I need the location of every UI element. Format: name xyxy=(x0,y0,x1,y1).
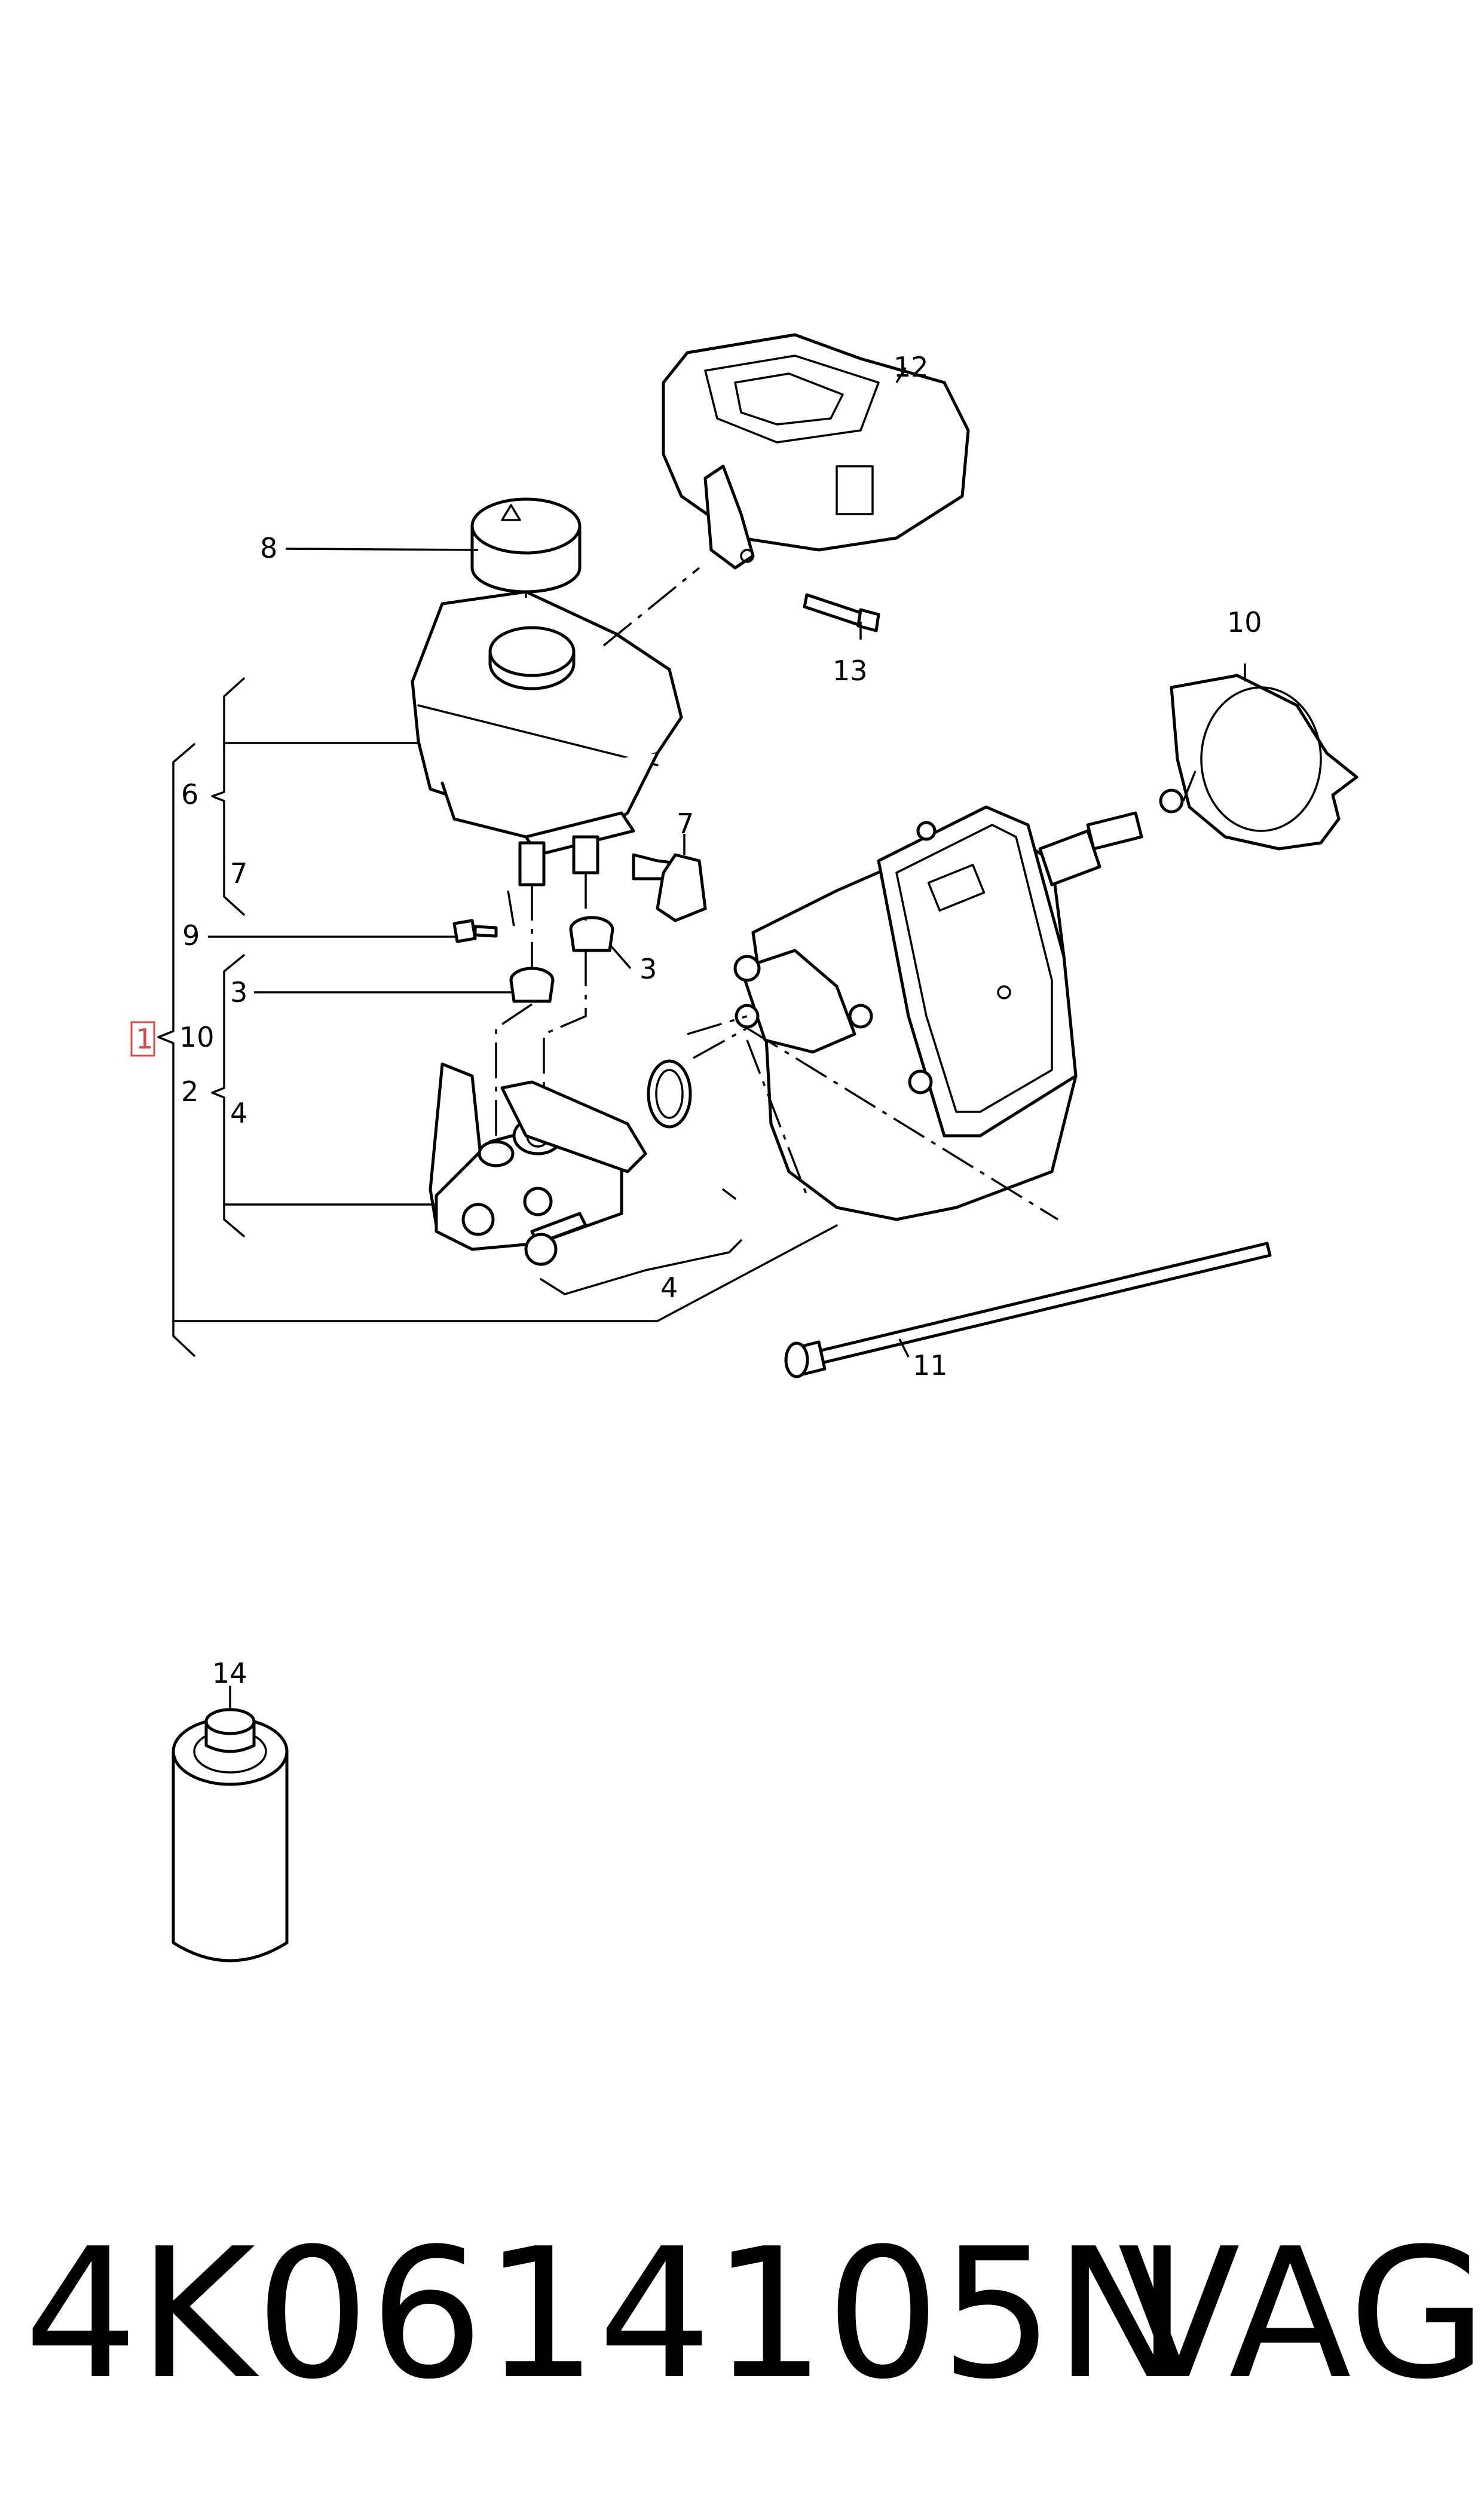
reservoir-cap xyxy=(470,497,582,594)
o-ring xyxy=(647,1059,692,1129)
callout-10-left[interactable]: 10 xyxy=(179,1021,215,1053)
callout-11[interactable]: 11 xyxy=(913,1349,948,1381)
part-number: 4K0614105N xyxy=(24,2210,1188,2419)
booster-gasket xyxy=(1170,674,1358,851)
brake-fluid-reservoir xyxy=(411,590,683,886)
callout-12[interactable]: 12 xyxy=(894,351,929,383)
screw-4 xyxy=(524,1212,588,1266)
callout-labels: 1 10 2 4 3 6 7 9 8 12 13 10 7 3 4 11 14 xyxy=(130,351,1262,1689)
callout-13[interactable]: 13 xyxy=(833,655,868,687)
brand-label: VAG xyxy=(1118,2210,1484,2419)
callout-4-bottom[interactable]: 4 xyxy=(660,1271,678,1304)
callout-7-left[interactable]: 7 xyxy=(230,857,247,889)
callout-7-right[interactable]: 7 xyxy=(677,808,694,840)
callout-3-right[interactable]: 3 xyxy=(640,953,657,985)
callout-4-left[interactable]: 4 xyxy=(230,1097,247,1129)
brake-booster xyxy=(733,788,1184,1221)
grommet-lower xyxy=(509,967,555,1003)
bracket-group xyxy=(157,677,838,1357)
fluid-bottle xyxy=(172,1708,289,1962)
master-cylinder xyxy=(429,1062,647,1251)
long-bolt xyxy=(784,1242,1272,1378)
callout-1-highlight-box xyxy=(130,1021,155,1057)
callout-2[interactable]: 2 xyxy=(181,1075,198,1108)
leader-lines xyxy=(208,367,1246,1710)
screw-13 xyxy=(803,593,880,632)
footer: 4K0614105N VAG xyxy=(24,2210,1484,2419)
callout-1[interactable]: 1 xyxy=(136,1023,153,1055)
cover-part xyxy=(662,333,970,570)
callout-6[interactable]: 6 xyxy=(181,778,198,811)
callout-9[interactable]: 9 xyxy=(182,919,200,952)
callout-8[interactable]: 8 xyxy=(260,532,277,564)
callout-3-left[interactable]: 3 xyxy=(230,976,247,1008)
assembly-lines xyxy=(495,567,1197,1221)
callout-14[interactable]: 14 xyxy=(212,1657,247,1689)
grommet-upper xyxy=(569,916,614,952)
screw-9 xyxy=(452,919,498,943)
level-sensor xyxy=(632,853,707,922)
callout-10-right[interactable]: 10 xyxy=(1227,606,1262,638)
